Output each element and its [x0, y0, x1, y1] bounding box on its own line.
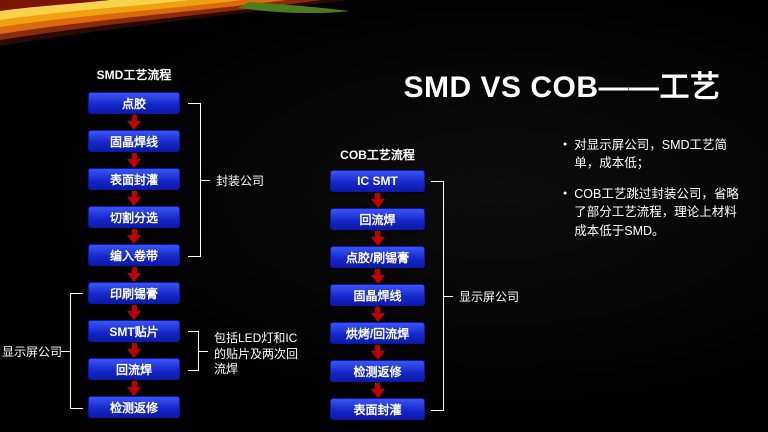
bullet-point: ● COB工艺跳过封装公司，省略了部分工艺流程，理论上材料成本低于SMD。	[563, 185, 741, 239]
arrow-down-icon	[88, 190, 180, 206]
arrow-down-icon	[330, 230, 425, 246]
smd-flowchart: 点胶 固晶焊线 表面封灌 切割分选 编入卷带 印刷锡膏 SMT贴片 回流焊 检测…	[88, 92, 180, 418]
flow-step: IC SMT	[330, 170, 425, 192]
flow-step: 切割分选	[88, 206, 180, 228]
arrow-down-icon	[330, 268, 425, 284]
smd-flow-title: SMD工艺流程	[96, 68, 172, 82]
arrow-down-icon	[88, 114, 180, 130]
bullet-text: COB工艺跳过封装公司，省略了部分工艺流程，理论上材料成本低于SMD。	[574, 187, 739, 238]
bracket-cob-display-company	[431, 181, 453, 411]
arrow-down-icon	[88, 228, 180, 244]
flow-step: 回流焊	[330, 208, 425, 230]
arrow-down-icon	[330, 306, 425, 322]
cob-flow-title: COB工艺流程	[340, 148, 415, 162]
notes-panel: ● 对显示屏公司，SMD工艺简单，成本低； ● COB工艺跳过封装公司，省略了部…	[563, 136, 741, 253]
flow-step: 点胶	[88, 92, 180, 114]
arrow-down-icon	[330, 382, 425, 398]
bullet-point: ● 对显示屏公司，SMD工艺简单，成本低；	[563, 136, 741, 172]
arrow-down-icon	[88, 380, 180, 396]
arrow-down-icon	[88, 266, 180, 282]
flow-step: 烘烤/回流焊	[330, 322, 425, 344]
flow-step: 点胶/刷锡膏	[330, 246, 425, 268]
flow-step: 表面封灌	[330, 398, 425, 420]
bracket-packaging-company	[188, 103, 210, 257]
flow-step: 固晶焊线	[88, 130, 180, 152]
bracket-tick	[443, 296, 453, 297]
arrow-down-icon	[88, 152, 180, 168]
bullet-text: 对显示屏公司，SMD工艺简单，成本低；	[574, 138, 728, 171]
arrow-down-icon	[330, 344, 425, 360]
label-smt-note: 包括LED灯和IC的贴片及两次回流焊	[214, 331, 299, 377]
flow-step: 检测返修	[88, 396, 180, 418]
flow-step: 编入卷带	[88, 244, 180, 266]
page-title: SMD VS COB——工艺	[403, 71, 721, 104]
bracket-tick	[198, 351, 208, 352]
bracket-smd-display-company	[61, 293, 83, 409]
flow-step: 回流焊	[88, 358, 180, 380]
bracket-smt-note	[188, 331, 208, 371]
label-cob-display-company: 显示屏公司	[459, 290, 520, 304]
corner-swoosh-graphic	[0, 0, 349, 46]
bullet-icon: ●	[563, 190, 568, 198]
bracket-tick	[61, 351, 71, 352]
flow-step: 印刷锡膏	[88, 282, 180, 304]
flow-step: 固晶焊线	[330, 284, 425, 306]
arrow-down-icon	[330, 192, 425, 208]
arrow-down-icon	[88, 342, 180, 358]
label-smd-display-company: 显示屏公司	[2, 345, 63, 359]
bullet-icon: ●	[563, 141, 568, 148]
flow-step: SMT贴片	[88, 320, 180, 342]
arrow-down-icon	[88, 304, 180, 320]
flow-step: 表面封灌	[88, 168, 180, 190]
cob-flowchart: IC SMT 回流焊 点胶/刷锡膏 固晶焊线 烘烤/回流焊 检测返修 表面封灌	[330, 170, 425, 420]
label-packaging-company: 封装公司	[216, 174, 265, 188]
bracket-tick	[200, 180, 210, 181]
flow-step: 检测返修	[330, 360, 425, 382]
